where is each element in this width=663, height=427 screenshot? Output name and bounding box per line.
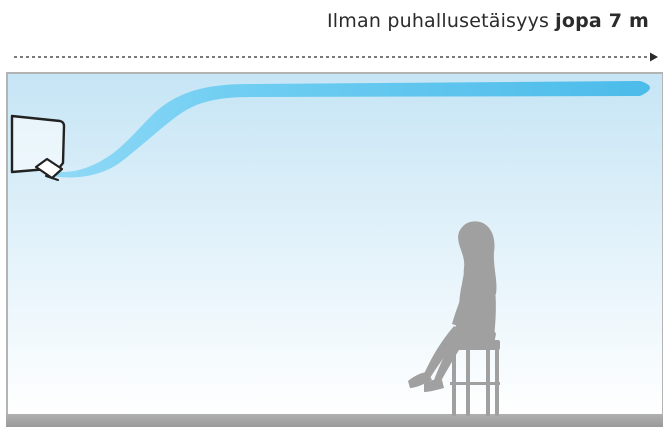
room-floor bbox=[6, 414, 663, 427]
caption-emphasis: jopa 7 m bbox=[555, 10, 649, 32]
room-wall bbox=[6, 72, 663, 418]
dashed-arrow-right-icon bbox=[14, 52, 658, 62]
wall-heat-pump-indoor-unit-icon bbox=[10, 114, 66, 181]
caption-prefix: Ilman puhallusetäisyys bbox=[327, 10, 550, 32]
airflow-stream bbox=[48, 81, 650, 178]
seated-woman-silhouette-icon bbox=[408, 221, 500, 416]
